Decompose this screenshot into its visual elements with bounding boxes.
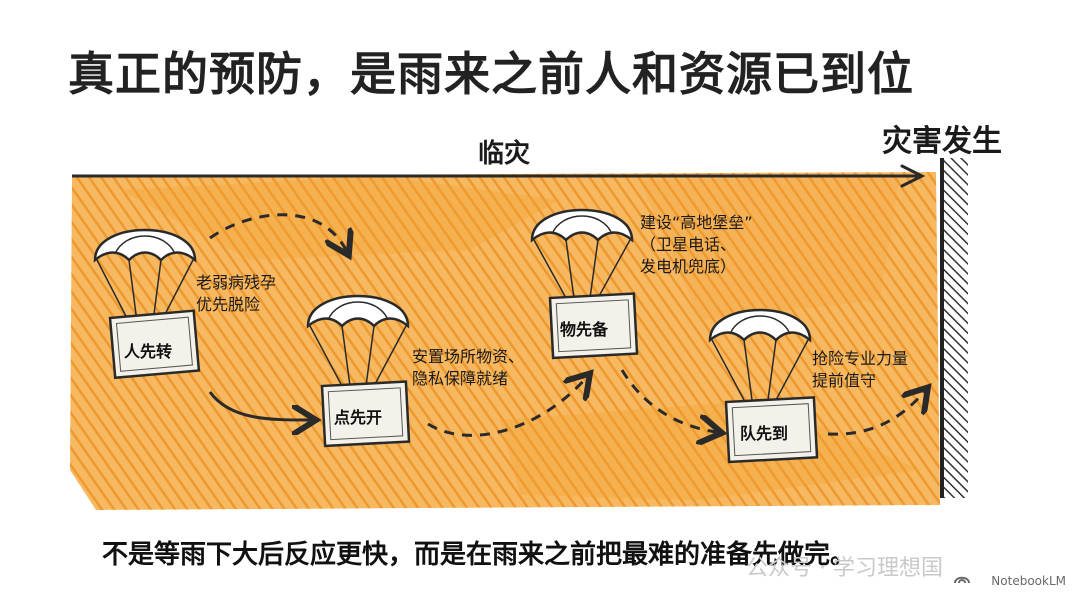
step-2-box-label: 点先开 [334, 408, 383, 427]
flow-arrow-3 [620, 369, 716, 432]
watermark: 公众号 · 学习理想国 [746, 556, 943, 581]
flow-arrow-2 [427, 378, 586, 437]
parachute-2 [306, 294, 410, 387]
parachute-3 [530, 208, 634, 299]
step-2-desc-line-1: 安置场所物资、 [412, 347, 525, 366]
step-4-desc-line-1: 抢险专业力量 [812, 349, 909, 368]
step-2-desc-line-2: 隐私保障就绪 [412, 369, 509, 388]
crate-3 [548, 292, 639, 360]
crate-1 [108, 309, 201, 380]
parachute-1 [93, 228, 197, 323]
timeline-arrow [72, 164, 926, 188]
step-4-box-label: 队先到 [740, 424, 789, 443]
conclusion-text: 不是等雨下大后反应更快，而是在雨来之前把最难的准备先做完。 [102, 540, 857, 570]
notebooklm-badge: NotebookLM [971, 574, 1066, 588]
notebooklm-icon [954, 576, 970, 584]
step-4-desc-line-2: 提前值守 [812, 371, 877, 390]
step-3-description: 建设“高地堡垒” （卫星电话、 发电机兜底） [640, 212, 753, 278]
crate-2 [320, 380, 411, 448]
step-3-desc-line-3: 发电机兜底） [640, 257, 737, 276]
flow-arrow-top-1 [209, 213, 346, 250]
step-1-box-label: 人先转 [124, 342, 173, 361]
step-3-desc-line-2: （卫星电话、 [640, 235, 737, 254]
flow-arrow-solid-1 [208, 391, 310, 420]
step-1-desc-line-2: 优先脱险 [196, 295, 261, 314]
timeline-label: 临灾 [478, 139, 531, 169]
disaster-label: 灾害发生 [882, 124, 1002, 159]
disaster-wall [940, 158, 968, 498]
step-1-desc-line-1: 老弱病残孕 [196, 273, 277, 292]
step-1-description: 老弱病残孕 优先脱险 [196, 272, 276, 316]
page-title: 真正的预防，是雨来之前人和资源已到位 [68, 47, 914, 101]
parachute-4 [708, 308, 812, 401]
step-2-description: 安置场所物资、 隐私保障就绪 [412, 346, 524, 390]
step-3-box-label: 物先备 [560, 320, 609, 339]
badge-text: NotebookLM [991, 574, 1066, 588]
flow-arrow-4 [827, 392, 924, 436]
step-4-description: 抢险专业力量 提前值守 [812, 348, 908, 392]
step-3-desc-line-1: 建设“高地堡垒” [640, 213, 753, 232]
crate-4 [724, 396, 819, 464]
